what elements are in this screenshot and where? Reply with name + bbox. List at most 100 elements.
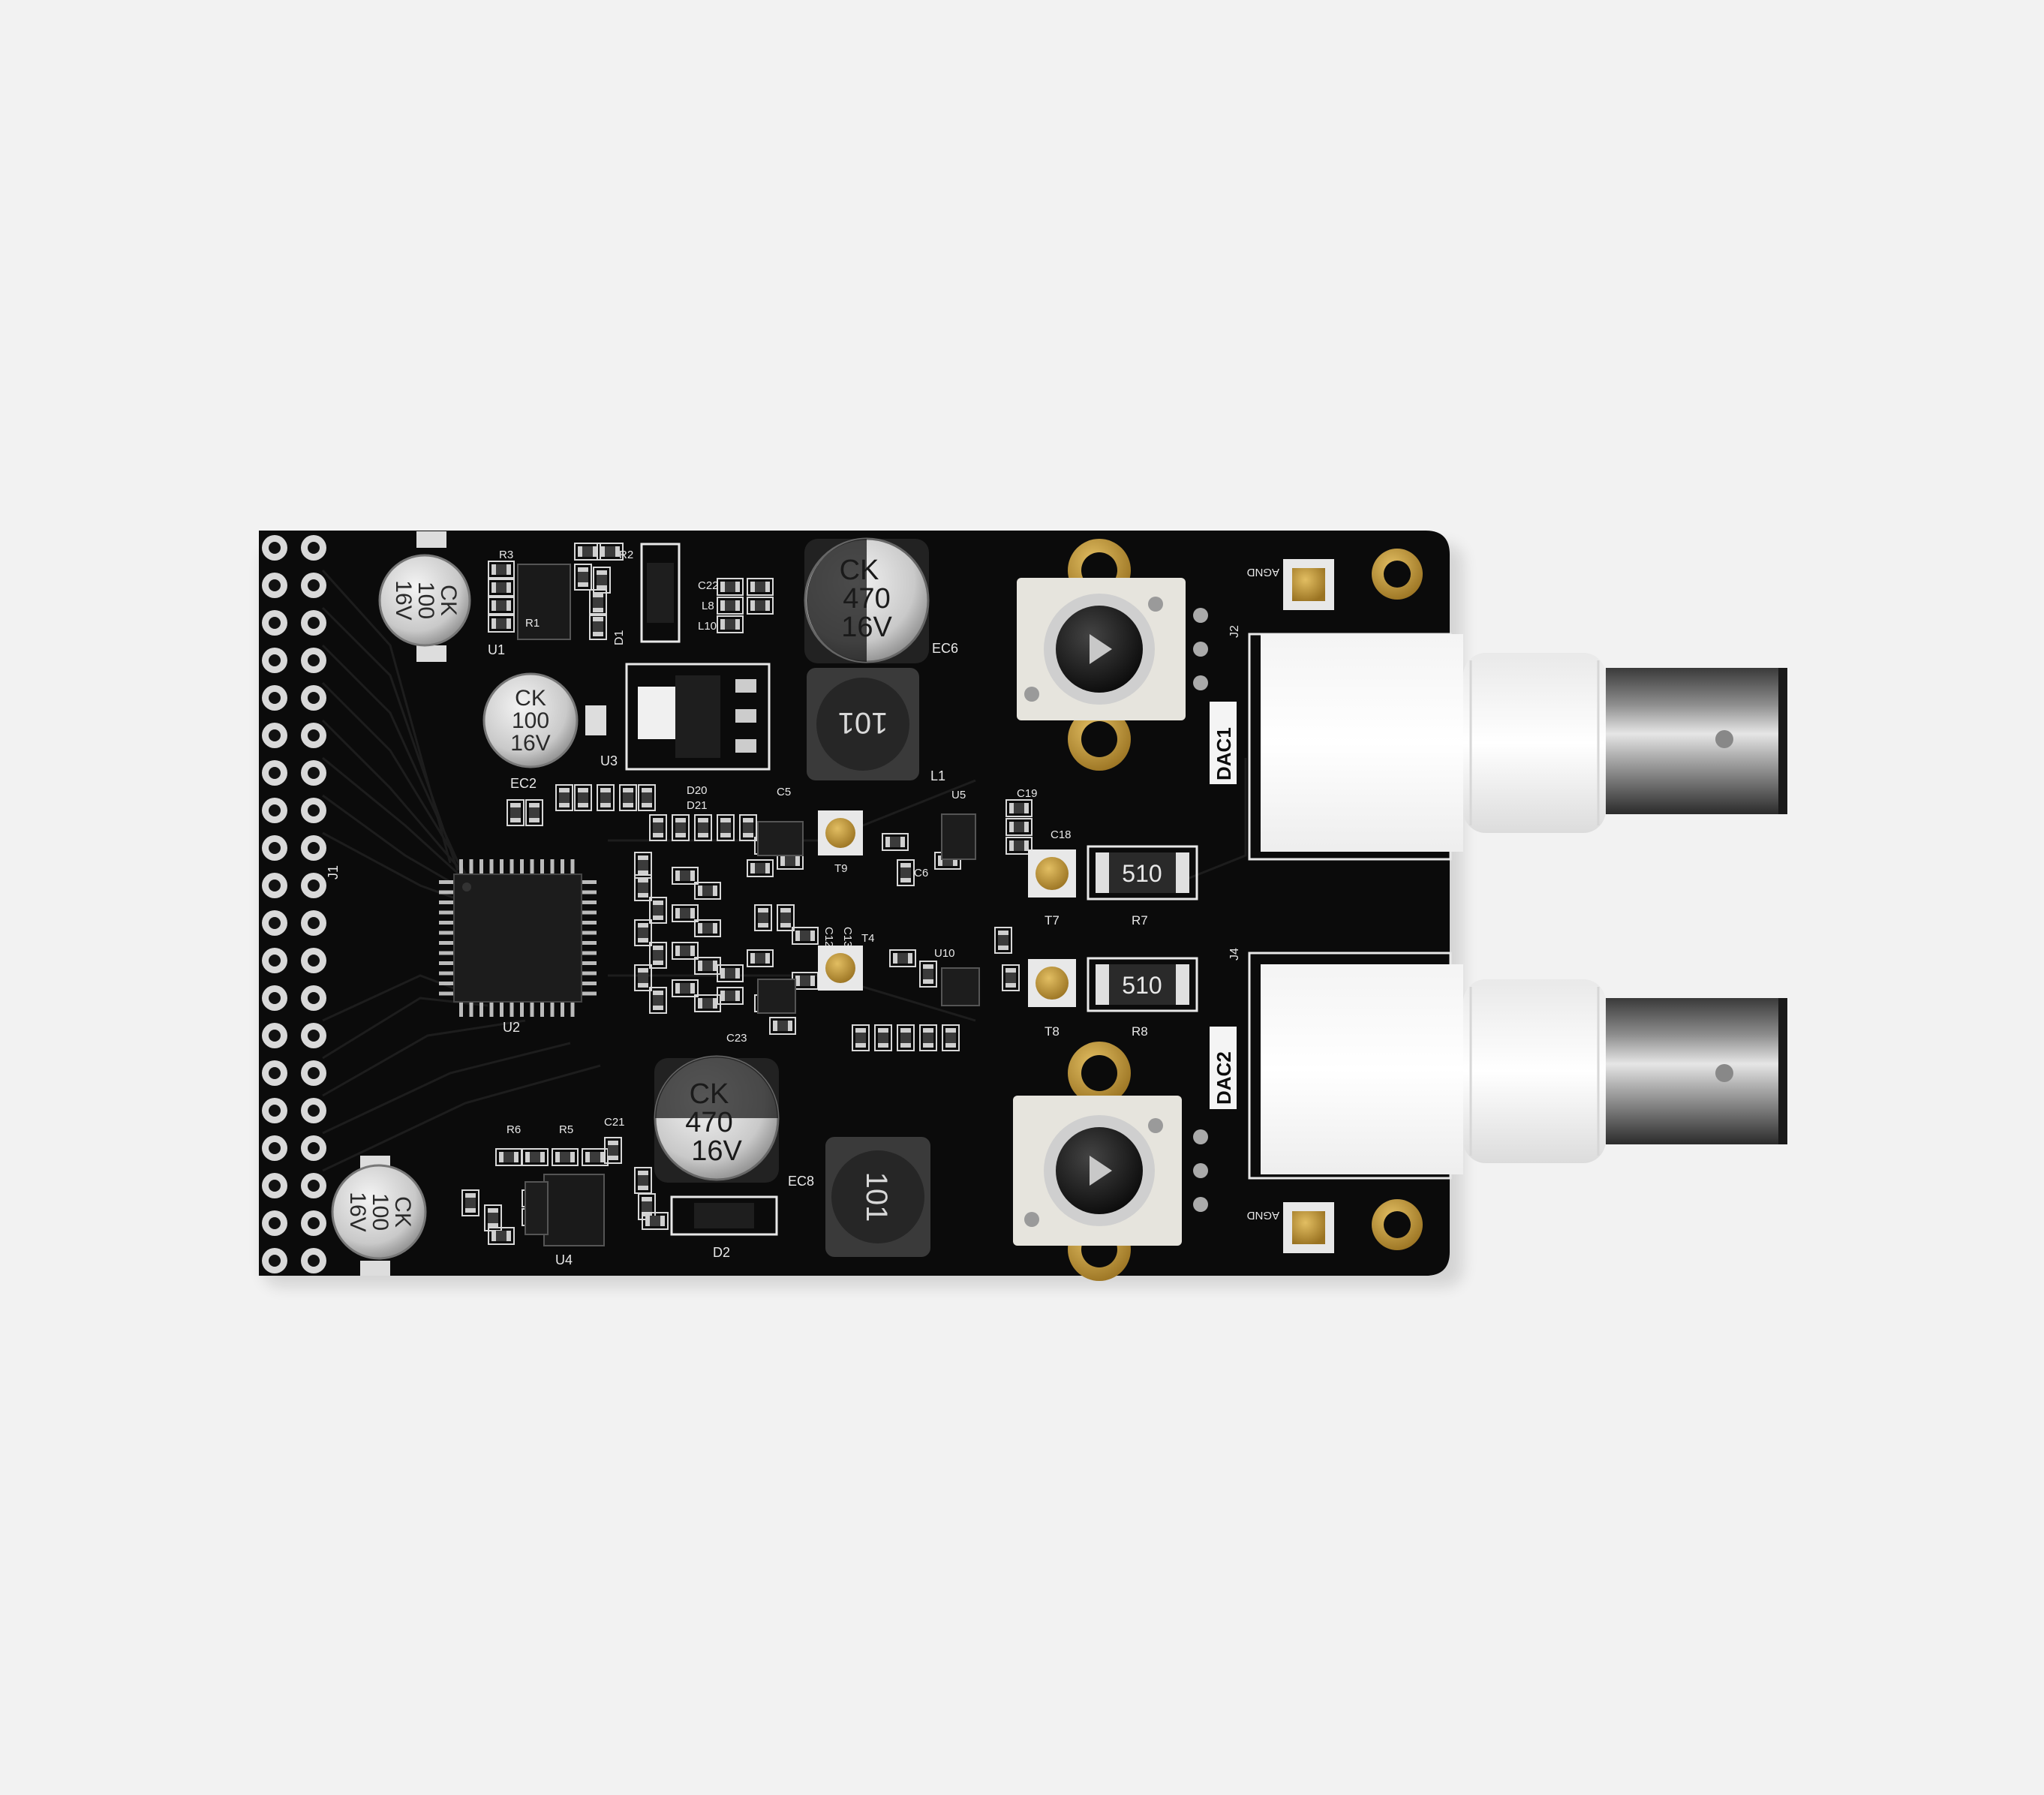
smd-terminal	[642, 803, 652, 807]
header-pin-hole	[269, 879, 281, 891]
smd-terminal	[878, 1028, 888, 1033]
agnd-label-top: AGND	[1246, 566, 1279, 579]
smd-part	[600, 546, 620, 557]
smd-terminal	[735, 619, 740, 630]
smd-part	[893, 953, 912, 964]
smd-terminal	[713, 961, 717, 971]
smd-terminal	[623, 803, 633, 807]
smd-terminal	[578, 788, 588, 792]
header-pin-hole	[308, 842, 320, 854]
diode-d2: D2	[670, 1195, 778, 1260]
smd-terminal	[795, 931, 800, 941]
smd-part	[642, 788, 652, 807]
qfp-pin	[580, 991, 597, 996]
qfp-pin	[479, 1000, 483, 1017]
cap-voltage: 16V	[691, 1135, 742, 1167]
qfp-pin	[580, 982, 597, 985]
smd-terminal	[698, 833, 708, 837]
qfp-pin	[439, 901, 455, 904]
smd-outline	[1005, 818, 1033, 836]
qfp-pin	[439, 910, 455, 915]
pin-header	[262, 535, 326, 1273]
u3-ref: U3	[600, 753, 618, 768]
smd-terminal	[675, 818, 686, 822]
cap-brand: CK	[515, 686, 546, 711]
smd-terminal	[885, 837, 890, 847]
resistor-r8: 510 R8	[1087, 957, 1198, 1039]
smd-terminal	[525, 1152, 530, 1162]
u10-ref: U10	[934, 947, 955, 960]
smd-outline	[897, 1024, 915, 1051]
smd-outline	[672, 814, 690, 841]
qfp-pin	[580, 880, 597, 884]
smd-terminal	[510, 818, 521, 822]
smd-part	[878, 1028, 888, 1048]
smd-terminal	[488, 1208, 498, 1213]
smd-terminal	[638, 1171, 648, 1175]
smd-terminal	[529, 803, 540, 807]
header-pin-hole	[308, 1030, 320, 1042]
smd-terminal	[690, 946, 695, 956]
smd-chip	[757, 979, 796, 1014]
smd-part	[1005, 968, 1016, 988]
diode-d1: D1	[613, 543, 681, 645]
smd-outline	[694, 919, 721, 937]
c19-ref: C19	[1017, 787, 1038, 800]
smd-terminal	[578, 803, 588, 807]
smd-terminal	[720, 582, 725, 592]
header-pin-hole	[308, 1142, 320, 1154]
qfp-pin	[439, 971, 455, 976]
smd-outline	[919, 961, 937, 988]
qfp-pin	[580, 951, 597, 955]
smd-part	[698, 961, 717, 971]
header-pin-hole	[269, 579, 281, 591]
smd-terminal	[810, 976, 815, 986]
smd-terminal	[615, 546, 620, 557]
capacitor-ec-bottom: CK 100 16V	[331, 1156, 427, 1276]
smd-outline	[488, 1227, 515, 1245]
smd-part	[653, 901, 663, 920]
smd-outline	[488, 579, 515, 597]
test-point-t9	[818, 810, 863, 855]
qfp-pin	[570, 859, 575, 876]
smd-terminal	[653, 833, 663, 837]
potentiometer-top	[1017, 539, 1208, 771]
smd-chip	[757, 821, 804, 856]
smd-terminal	[593, 617, 603, 621]
smd-terminal	[743, 833, 753, 837]
smd-terminal	[638, 878, 648, 882]
d20-ref: D20	[687, 784, 708, 797]
smd-terminal	[750, 600, 755, 611]
smd-terminal	[900, 1043, 911, 1048]
qfp-pin	[580, 890, 597, 894]
smd-terminal	[690, 870, 695, 881]
smd-outline	[649, 897, 667, 924]
smd-outline	[882, 833, 909, 851]
smd-chip	[941, 967, 980, 1006]
cap-voltage: 16V	[345, 1192, 370, 1231]
smd-outline	[792, 927, 819, 945]
header-pin-hole	[269, 1030, 281, 1042]
smd-outline	[506, 799, 525, 826]
smd-part	[578, 546, 597, 557]
smd-terminal	[893, 953, 897, 964]
chip-u1: U1	[488, 564, 571, 657]
smd-outline	[1005, 799, 1033, 817]
smd-terminal	[638, 1186, 648, 1190]
t9-ref: T9	[834, 862, 848, 875]
smd-terminal	[765, 582, 770, 592]
smd-terminal	[506, 600, 511, 611]
smd-terminal	[720, 968, 725, 979]
smd-terminal	[514, 1152, 519, 1162]
r2-ref: R2	[619, 549, 633, 561]
smd-part	[638, 1171, 648, 1190]
smd-terminal	[608, 1141, 618, 1145]
smd-part	[529, 803, 540, 822]
smd-part	[585, 1152, 605, 1162]
smd-part	[720, 991, 740, 1001]
cap-value: 100	[512, 708, 549, 733]
bnc-connector-dac1	[1248, 633, 1787, 861]
smd-part	[653, 818, 663, 837]
cap-value: 470	[685, 1107, 732, 1138]
mounting-hole-bottom	[1372, 1199, 1423, 1250]
